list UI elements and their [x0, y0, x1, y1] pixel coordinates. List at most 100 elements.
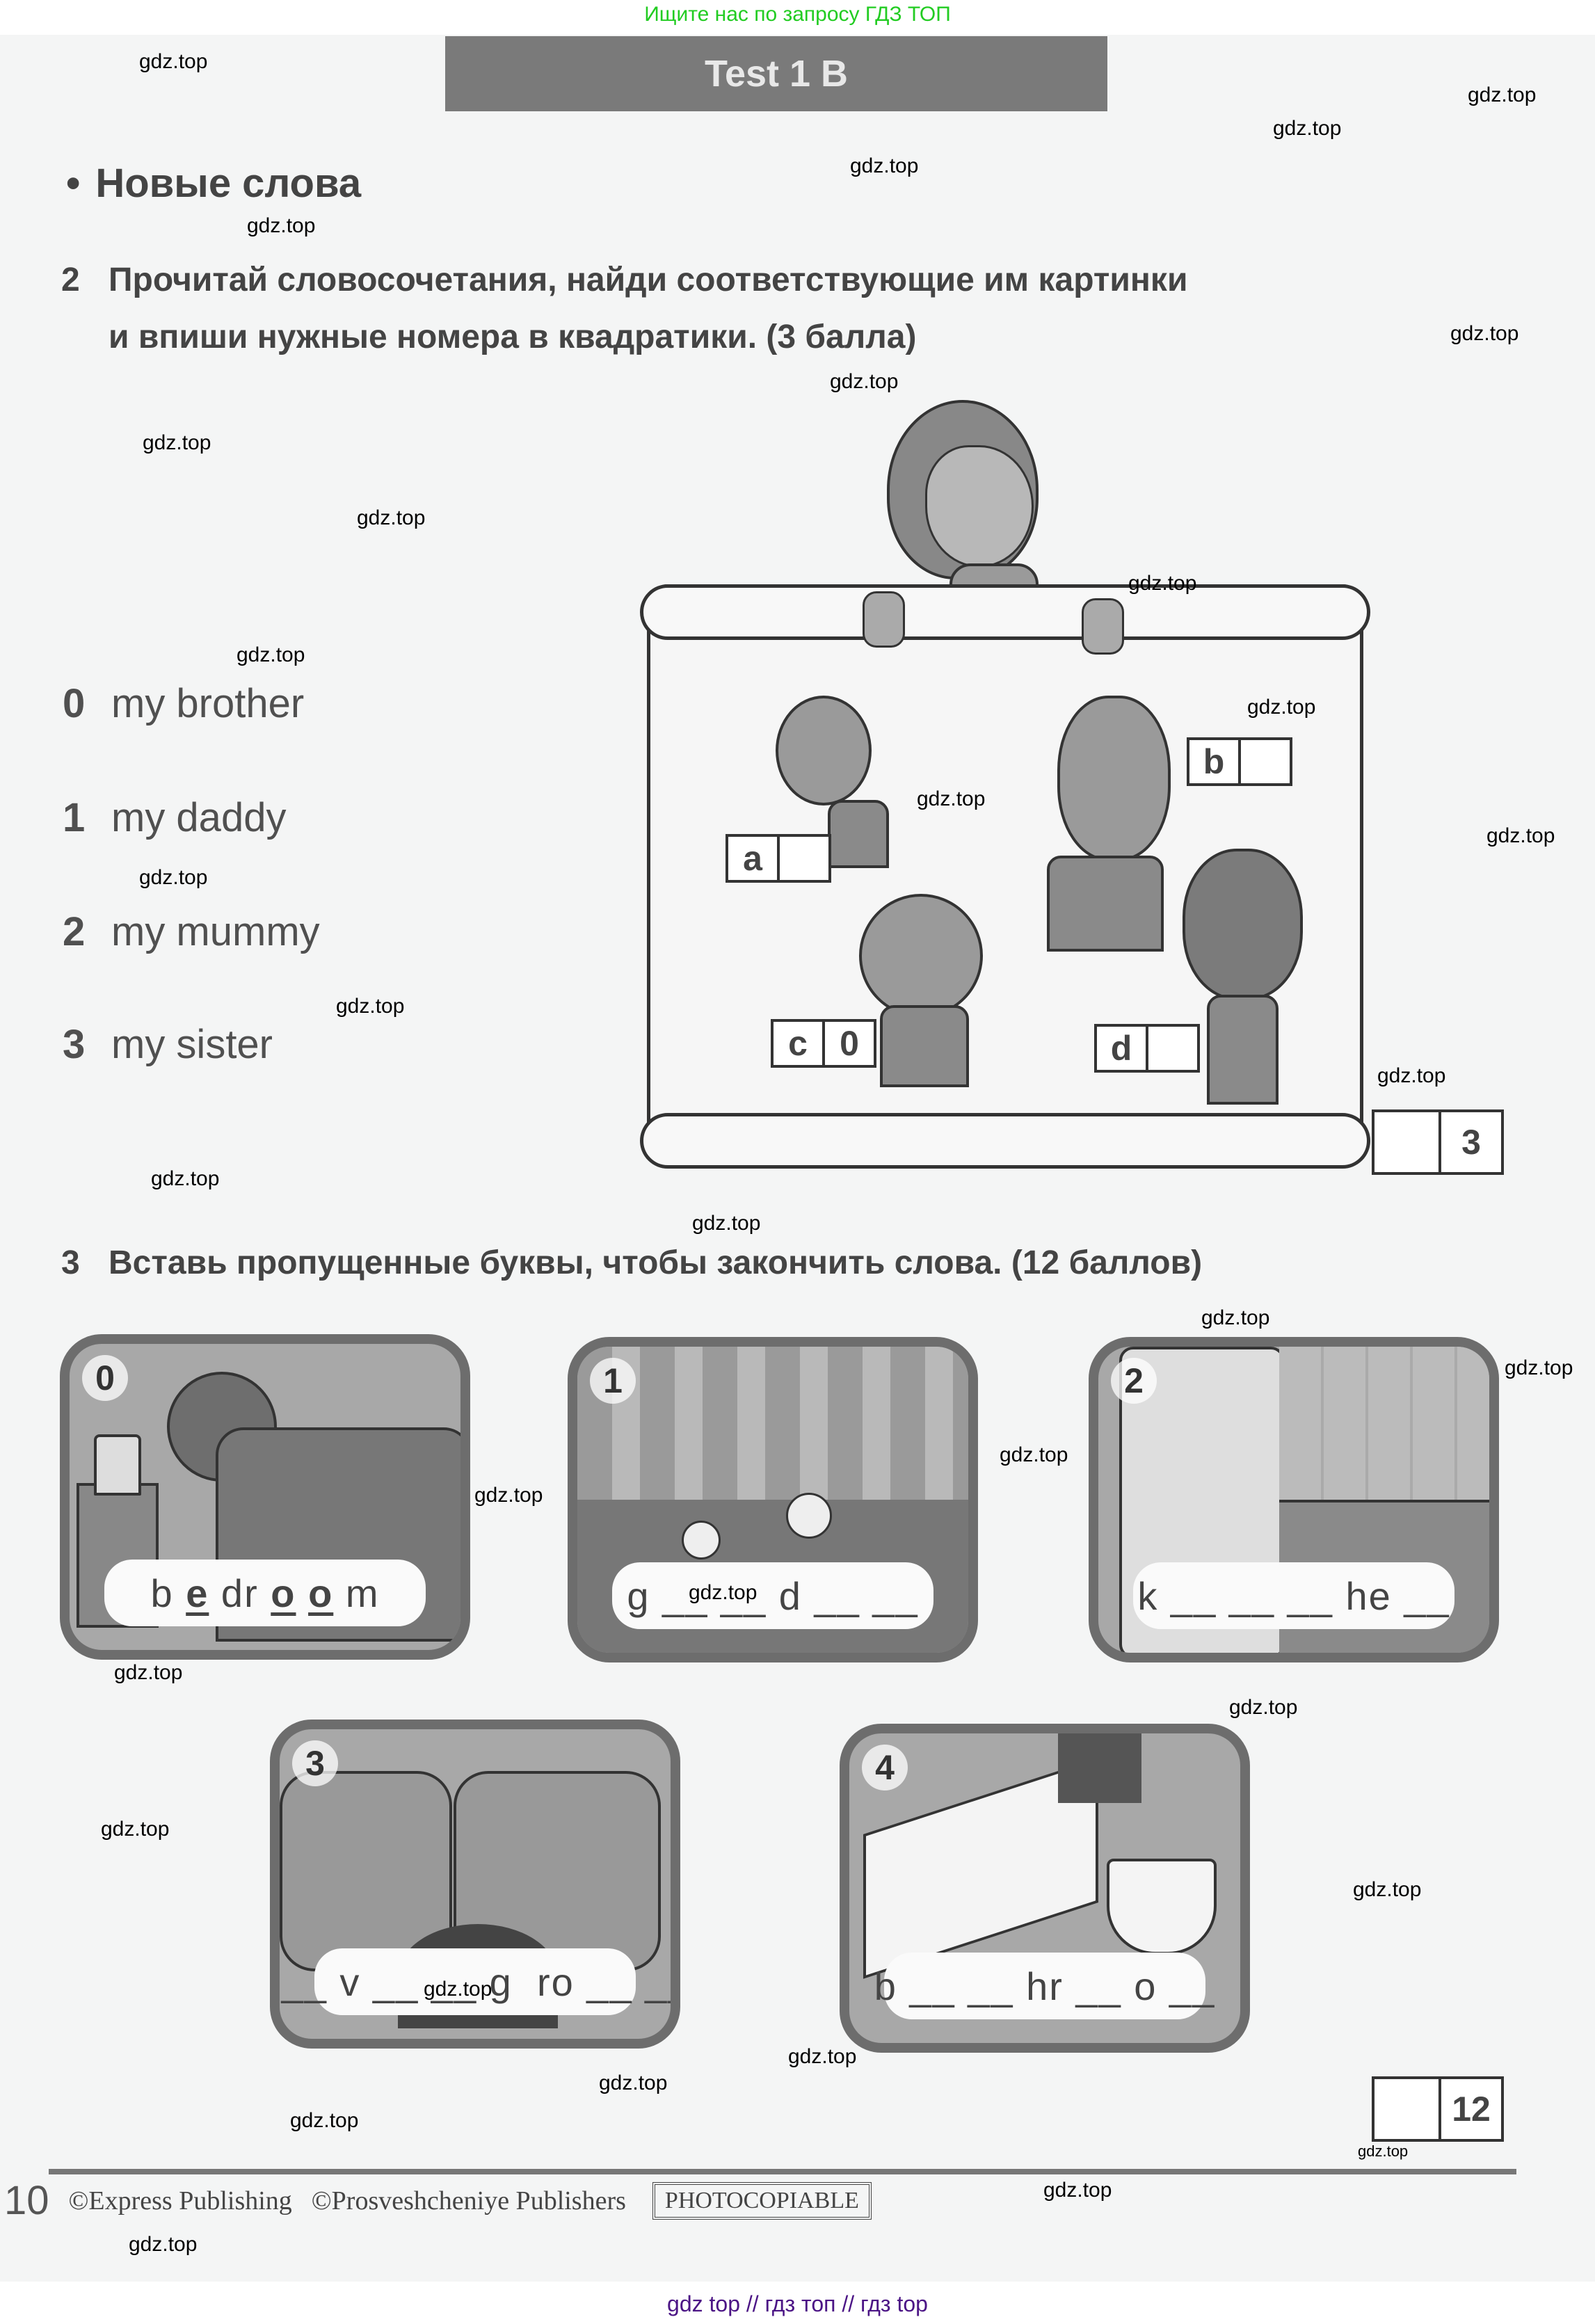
- watermark: gdz.top: [1273, 117, 1342, 140]
- watermark: gdz.top: [1229, 1696, 1298, 1719]
- father-face: [1057, 696, 1171, 861]
- scroll-top-roll: [640, 584, 1370, 640]
- test-title-text: Test 1 B: [704, 53, 849, 95]
- watermark: gdz.top: [139, 866, 208, 889]
- watermark: gdz.top: [1353, 1878, 1422, 1901]
- watermark: gdz.top: [1043, 2179, 1112, 2202]
- copyright-prosveshcheniye: ©Prosveshcheniye Publishers: [311, 2186, 626, 2215]
- bottom-banner[interactable]: gdz top // гдз топ // гдз top: [667, 2291, 928, 2316]
- watermark: gdz.top: [1201, 1306, 1270, 1329]
- picture-label-d: d: [1094, 1024, 1200, 1073]
- watermark: gdz.top: [1450, 322, 1519, 345]
- section-heading-text: Новые слова: [95, 161, 362, 206]
- copyright-express: ©Express Publishing: [68, 2186, 292, 2215]
- watermark: gdz.top: [247, 214, 316, 237]
- card-number: 2: [1111, 1358, 1157, 1404]
- watermark: gdz.top: [689, 1581, 758, 1604]
- filled-letter: o: [271, 1571, 296, 1615]
- watermark: gdz.top: [424, 1978, 492, 2001]
- watermark: gdz.top: [129, 2233, 198, 2256]
- task3-score-input[interactable]: [1374, 2079, 1441, 2139]
- boy-illustration-face: [925, 445, 1034, 568]
- watermark: gdz.top: [1247, 696, 1316, 719]
- boy-right-hand: [1082, 598, 1124, 655]
- father-body: [1047, 856, 1164, 952]
- answer-box-c[interactable]: 0: [840, 1024, 859, 1063]
- watermark: gdz.top: [1000, 1443, 1068, 1466]
- answer-box-b[interactable]: [1241, 740, 1290, 783]
- task2-score-max: 3: [1461, 1123, 1481, 1162]
- watermark: gdz.top: [101, 1818, 170, 1841]
- watermark: gdz.top: [139, 50, 208, 73]
- watermark: gdz.top: [692, 1212, 761, 1235]
- card-number: 0: [82, 1355, 128, 1401]
- picture-card-kitchen: 2 k __ __ __ he __: [1089, 1337, 1499, 1662]
- label-letter: b: [1189, 740, 1241, 783]
- picture-card-garden: 1 g __ __ d __ __: [568, 1337, 978, 1662]
- filled-letter: o: [308, 1571, 334, 1615]
- brother-body: [880, 1005, 969, 1087]
- word-bedroom: b e dr o o m: [104, 1560, 426, 1626]
- task3-instruction: 3 Вставь пропущенные буквы, чтобы закончи…: [61, 1235, 1202, 1292]
- watermark: gdz.top: [143, 431, 211, 454]
- sister-face: [776, 696, 872, 806]
- card-number: 1: [590, 1358, 636, 1404]
- watermark: gdz.top: [830, 370, 899, 393]
- watermark: gdz.top: [788, 2045, 857, 2068]
- answer-box-a[interactable]: [780, 837, 828, 880]
- watermark: gdz.top: [336, 995, 405, 1018]
- watermark: gdz.top: [1505, 1356, 1573, 1379]
- boy-left-hand: [863, 591, 905, 648]
- watermark: gdz.top: [1128, 572, 1197, 595]
- watermark: gdz.top: [151, 1167, 220, 1190]
- watermark: gdz.top: [237, 643, 305, 666]
- word-kitchen[interactable]: k __ __ __ he __: [1133, 1562, 1454, 1629]
- watermark: gdz.top: [474, 1484, 543, 1507]
- word-living-room[interactable]: l __ v __ __ g ro __ __: [282, 1948, 671, 2015]
- mother-face: [1183, 849, 1303, 1000]
- watermark: gdz.top: [917, 787, 986, 810]
- test-title: Test 1 B: [445, 36, 1107, 111]
- task3-instruction-text: Вставь пропущенные буквы, чтобы закончит…: [109, 1244, 1203, 1281]
- watermark: gdz.top: [1468, 83, 1537, 106]
- card-number: 3: [292, 1740, 338, 1786]
- photocopiable-label: PHOTOCOPIABLE: [652, 2181, 872, 2220]
- label-letter: d: [1097, 1027, 1148, 1070]
- label-letter: a: [728, 837, 780, 880]
- word-garden[interactable]: g __ __ d __ __: [612, 1562, 933, 1629]
- label-letter: c: [774, 1022, 825, 1065]
- watermark: gdz.top: [114, 1661, 183, 1684]
- watermark: gdz.top: [599, 2071, 668, 2094]
- watermark: gdz.top: [290, 2109, 359, 2132]
- watermark: gdz.top: [357, 506, 426, 529]
- bathroom-illustration: [849, 1733, 1240, 2043]
- watermark: gdz.top: [850, 154, 919, 177]
- card-number: 4: [862, 1745, 908, 1790]
- word-bathroom[interactable]: b __ __ hr __ o __: [874, 1953, 1214, 2019]
- scroll-bottom-roll: [640, 1113, 1370, 1169]
- task2-line2: и впиши нужные номера в квадратики. (3 б…: [109, 319, 917, 355]
- watermark: gdz.top: [1377, 1064, 1446, 1087]
- task2-score-input[interactable]: [1374, 1112, 1441, 1172]
- task3-score-max: 12: [1452, 2090, 1491, 2129]
- picture-label-b: b: [1187, 737, 1292, 786]
- picture-label-c: c 0: [771, 1019, 876, 1068]
- picture-card-bedroom: 0 b e dr o o m: [60, 1334, 470, 1660]
- filled-letter: e: [186, 1571, 209, 1615]
- bullet-icon: •: [66, 161, 81, 206]
- picture-card-living-room: 3 l __ v __ __ g ro __ __: [270, 1720, 680, 2049]
- task2-number: 2: [61, 262, 80, 298]
- task3-number: 3: [61, 1244, 80, 1281]
- section-heading: • Новые слова: [66, 160, 361, 207]
- picture-label-a: a: [726, 834, 831, 883]
- task3-score-box: 12: [1372, 2076, 1504, 2142]
- task2-score-box: 3: [1372, 1109, 1504, 1175]
- sister-body: [828, 800, 889, 868]
- answer-box-d[interactable]: [1148, 1027, 1197, 1070]
- top-banner[interactable]: Ищите нас по запросу ГДЗ ТОП: [644, 3, 951, 26]
